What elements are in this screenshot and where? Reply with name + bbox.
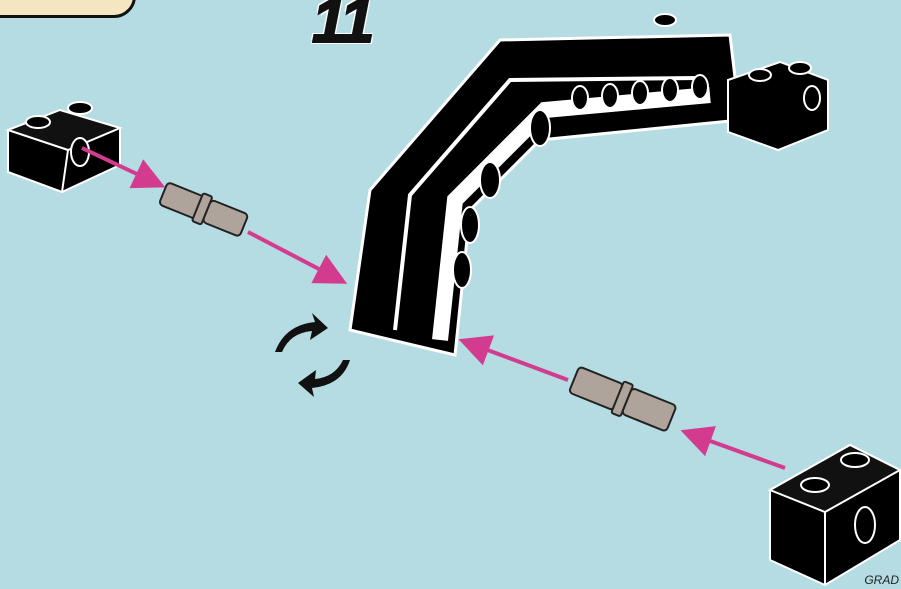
brick-right <box>770 445 900 585</box>
arrow-icon <box>466 342 568 380</box>
corner-text: GRAD <box>864 573 899 587</box>
pin-left <box>158 179 250 239</box>
brick-left <box>8 102 120 192</box>
angled-beam <box>350 14 828 355</box>
arrow-icon <box>688 433 785 468</box>
rotate-icon <box>275 313 350 397</box>
pin-right <box>568 364 678 435</box>
arrow-icon <box>248 232 340 280</box>
